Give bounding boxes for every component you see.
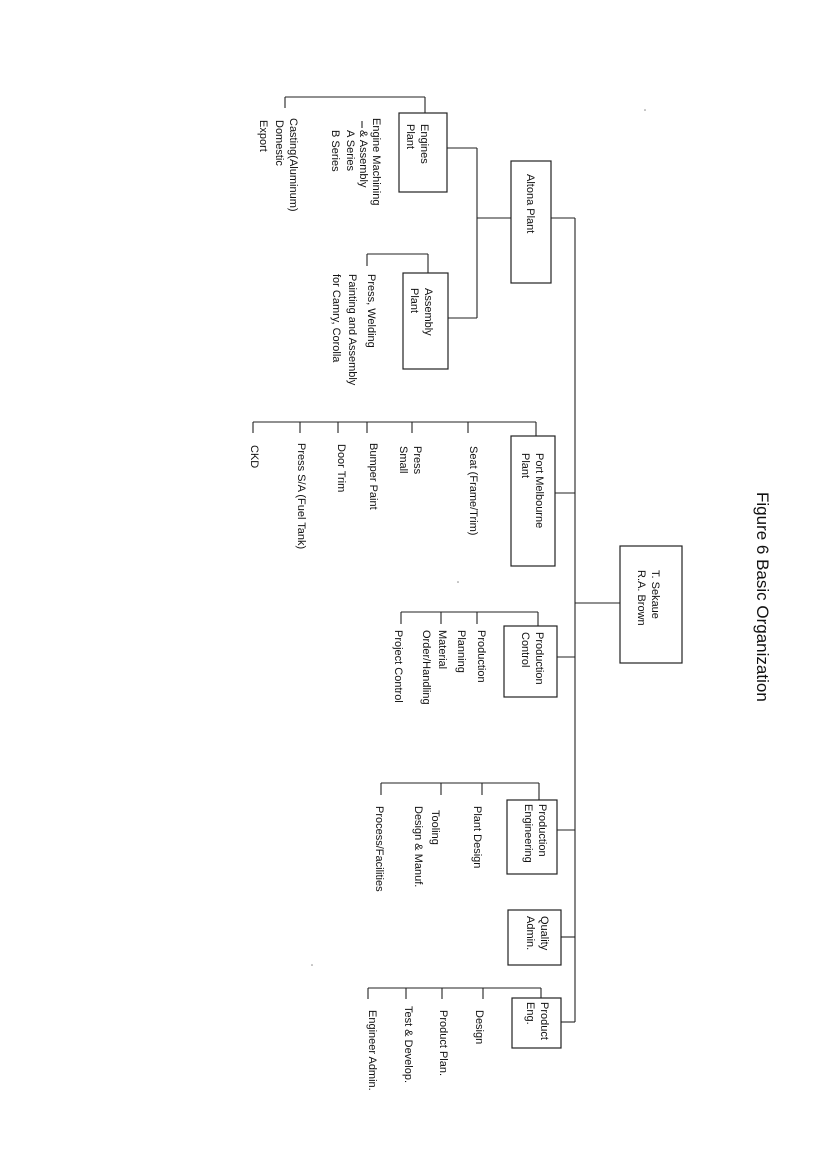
- production-control-task: Project Control: [392, 630, 404, 703]
- production-engineering-task: Tooling: [429, 810, 441, 845]
- assembly-task-line: Press, Welding: [365, 274, 377, 348]
- product-eng-label-2: Eng.: [524, 1002, 536, 1025]
- port-melbourne-task: Seat (Frame/Trim): [467, 446, 479, 535]
- product-eng-task: Test & Develop.: [402, 1006, 414, 1083]
- production-control-task: Material: [436, 630, 448, 669]
- altona-plant-node: Altona Plant: [510, 160, 552, 284]
- root-name-1: T. Sekaue: [649, 570, 661, 619]
- engines-task-line: Export: [257, 120, 269, 152]
- production-control-task: Planning: [455, 630, 467, 673]
- engines-task-line: A Series: [344, 130, 356, 171]
- engines-task-line: Engine Machining: [370, 118, 382, 205]
- product-eng-task: Product Plan.: [437, 1010, 449, 1076]
- quality-admin-node: Quality Admin.: [507, 909, 562, 966]
- engines-task-line: Domestic: [273, 120, 285, 166]
- assembly-plant-node: Assembly Plant: [402, 272, 449, 370]
- production-engineering-label-2: Engineering: [522, 804, 534, 863]
- quality-admin-label-1: Quality: [538, 916, 550, 951]
- production-engineering-task: Plant Design: [471, 806, 483, 868]
- port-melbourne-label-2: Plant: [519, 453, 531, 478]
- port-melbourne-label-1: Port Melbourne: [533, 453, 545, 528]
- quality-admin-label-2: Admin.: [524, 916, 536, 950]
- engines-plant-node: Engines Plant: [398, 112, 448, 193]
- production-control-task: Order/Handling: [420, 630, 432, 705]
- production-control-label-1: Production: [533, 632, 545, 685]
- assembly-tasks: Press, Welding Painting and Assembly for…: [330, 274, 377, 386]
- engines-plant-label-2: Plant: [404, 124, 416, 149]
- scan-speck: [311, 964, 313, 966]
- assembly-task-line: Painting and Assembly: [346, 274, 358, 386]
- engines-task-line: B Series: [329, 130, 341, 172]
- product-eng-task: Engineer Admin.: [366, 1010, 378, 1091]
- product-eng-task: Design: [473, 1010, 485, 1044]
- engines-tasks: Engine Machining & Assembly A Series B S…: [257, 118, 382, 212]
- port-melbourne-task: CKD: [248, 445, 260, 468]
- engines-task-line: Casting(Aluminum): [287, 118, 299, 212]
- production-control-label-2: Control: [519, 632, 531, 667]
- engines-plant-label-1: Engines: [418, 124, 430, 164]
- product-eng-node: Product Eng.: [511, 997, 562, 1049]
- product-eng-label-1: Product: [538, 1002, 550, 1040]
- product-eng-tasks: Design Product Plan. Test & Develop. Eng…: [366, 1006, 485, 1091]
- production-engineering-label-1: Production: [536, 804, 548, 857]
- scan-speck: [644, 109, 646, 111]
- port-melbourne-task: Press: [411, 446, 423, 475]
- production-engineering-tasks: Plant Design Tooling Design & Manuf. Pro…: [373, 806, 483, 892]
- assembly-plant-label-2: Plant: [408, 288, 420, 313]
- engines-task-line: & Assembly: [357, 130, 369, 188]
- production-control-tasks: Production Planning Material Order/Handl…: [392, 630, 487, 705]
- root-node: T. Sekaue R.A. Brown: [619, 545, 683, 664]
- root-name-2: R.A. Brown: [635, 570, 647, 626]
- scan-speck: [457, 581, 459, 583]
- production-control-task: Production: [475, 630, 487, 683]
- production-engineering-task: Design & Manuf.: [412, 806, 424, 887]
- production-control-node: Production Control: [503, 625, 558, 698]
- assembly-task-line: for Camry, Corolla: [330, 274, 342, 363]
- altona-plant-label: Altona Plant: [524, 174, 536, 233]
- connector-lines: [252, 96, 620, 1023]
- port-melbourne-tasks: Seat (Frame/Trim) Press Small Bumper Pai…: [248, 443, 479, 549]
- port-melbourne-task: Small: [397, 446, 409, 474]
- port-melbourne-task: Door Trim: [335, 444, 347, 492]
- production-engineering-task: Process/Facilities: [373, 806, 385, 892]
- figure-title: Figure 6 Basic Organization: [753, 492, 772, 702]
- production-engineering-node: Production Engineering: [506, 799, 558, 875]
- port-melbourne-task: Press S/A (Fuel Tank): [295, 443, 307, 549]
- port-melbourne-task: Bumper Paint: [367, 443, 379, 510]
- port-melbourne-node: Port Melbourne Plant: [510, 435, 556, 567]
- assembly-plant-label-1: Assembly: [422, 288, 434, 336]
